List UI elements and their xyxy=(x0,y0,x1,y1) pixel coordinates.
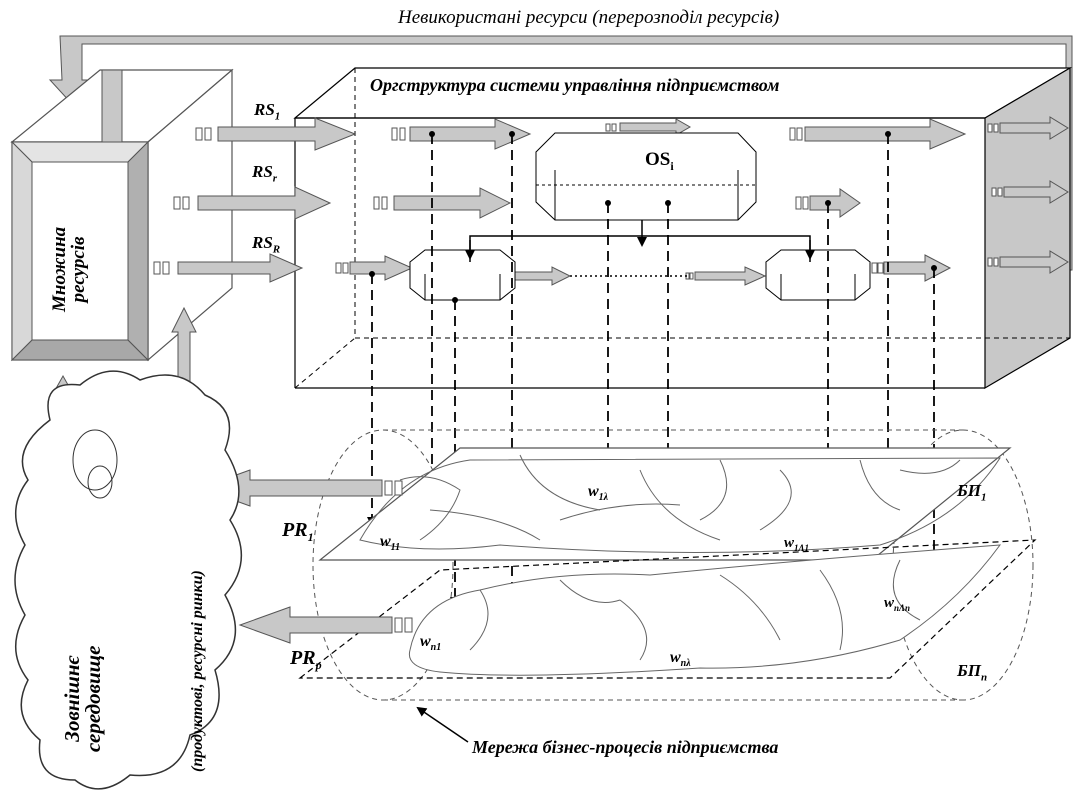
process-network-cylinder xyxy=(312,429,1034,701)
orgstructure-box xyxy=(293,66,1073,390)
layer-bp1 xyxy=(318,447,1012,561)
bp1-label: БП1 xyxy=(957,481,987,504)
layer-bpn xyxy=(298,539,1037,679)
org-unit-osi xyxy=(535,132,757,221)
wnlambda-label: wnλ xyxy=(670,649,691,670)
control-connectors xyxy=(465,220,815,262)
network-caption: Мережа бізнес-процесів підприємства xyxy=(472,737,779,757)
environment-cloud xyxy=(14,370,242,790)
rsR-label: RSR xyxy=(252,233,281,256)
prp-label: PRp xyxy=(290,647,322,672)
output-arrows xyxy=(198,469,413,644)
bpn-label: БПn xyxy=(957,661,988,684)
wnLambdan-label: wnΛn xyxy=(884,595,911,613)
w11-label: w11 xyxy=(380,533,401,554)
resource-input-arrows xyxy=(153,117,357,283)
w1lambda-label: w1λ xyxy=(588,483,609,504)
pr1-label: PR1 xyxy=(282,519,314,544)
rs1-label: RS1 xyxy=(254,100,281,123)
environment-label: Зовнішнє середовище xyxy=(60,645,105,752)
rsr-label: RSr xyxy=(252,162,278,185)
wn1-label: wn1 xyxy=(420,633,442,654)
w1Lambda1-label: w1Λ1 xyxy=(784,535,810,553)
unused-resources-loop xyxy=(48,35,1073,271)
osi-label: OSi xyxy=(645,149,674,173)
resources-box-label: Множина ресурсів xyxy=(49,226,89,312)
caption-pointer xyxy=(416,706,469,743)
unused-resources-label: Невикористані ресурси (перерозподіл ресу… xyxy=(398,7,780,28)
orgstructure-title: Оргструктура системи управління підприєм… xyxy=(370,75,780,95)
resources-box xyxy=(10,68,234,362)
sub-units xyxy=(409,249,871,301)
environment-sublabel: (продуктові, ресурсні ринки) xyxy=(189,570,206,772)
